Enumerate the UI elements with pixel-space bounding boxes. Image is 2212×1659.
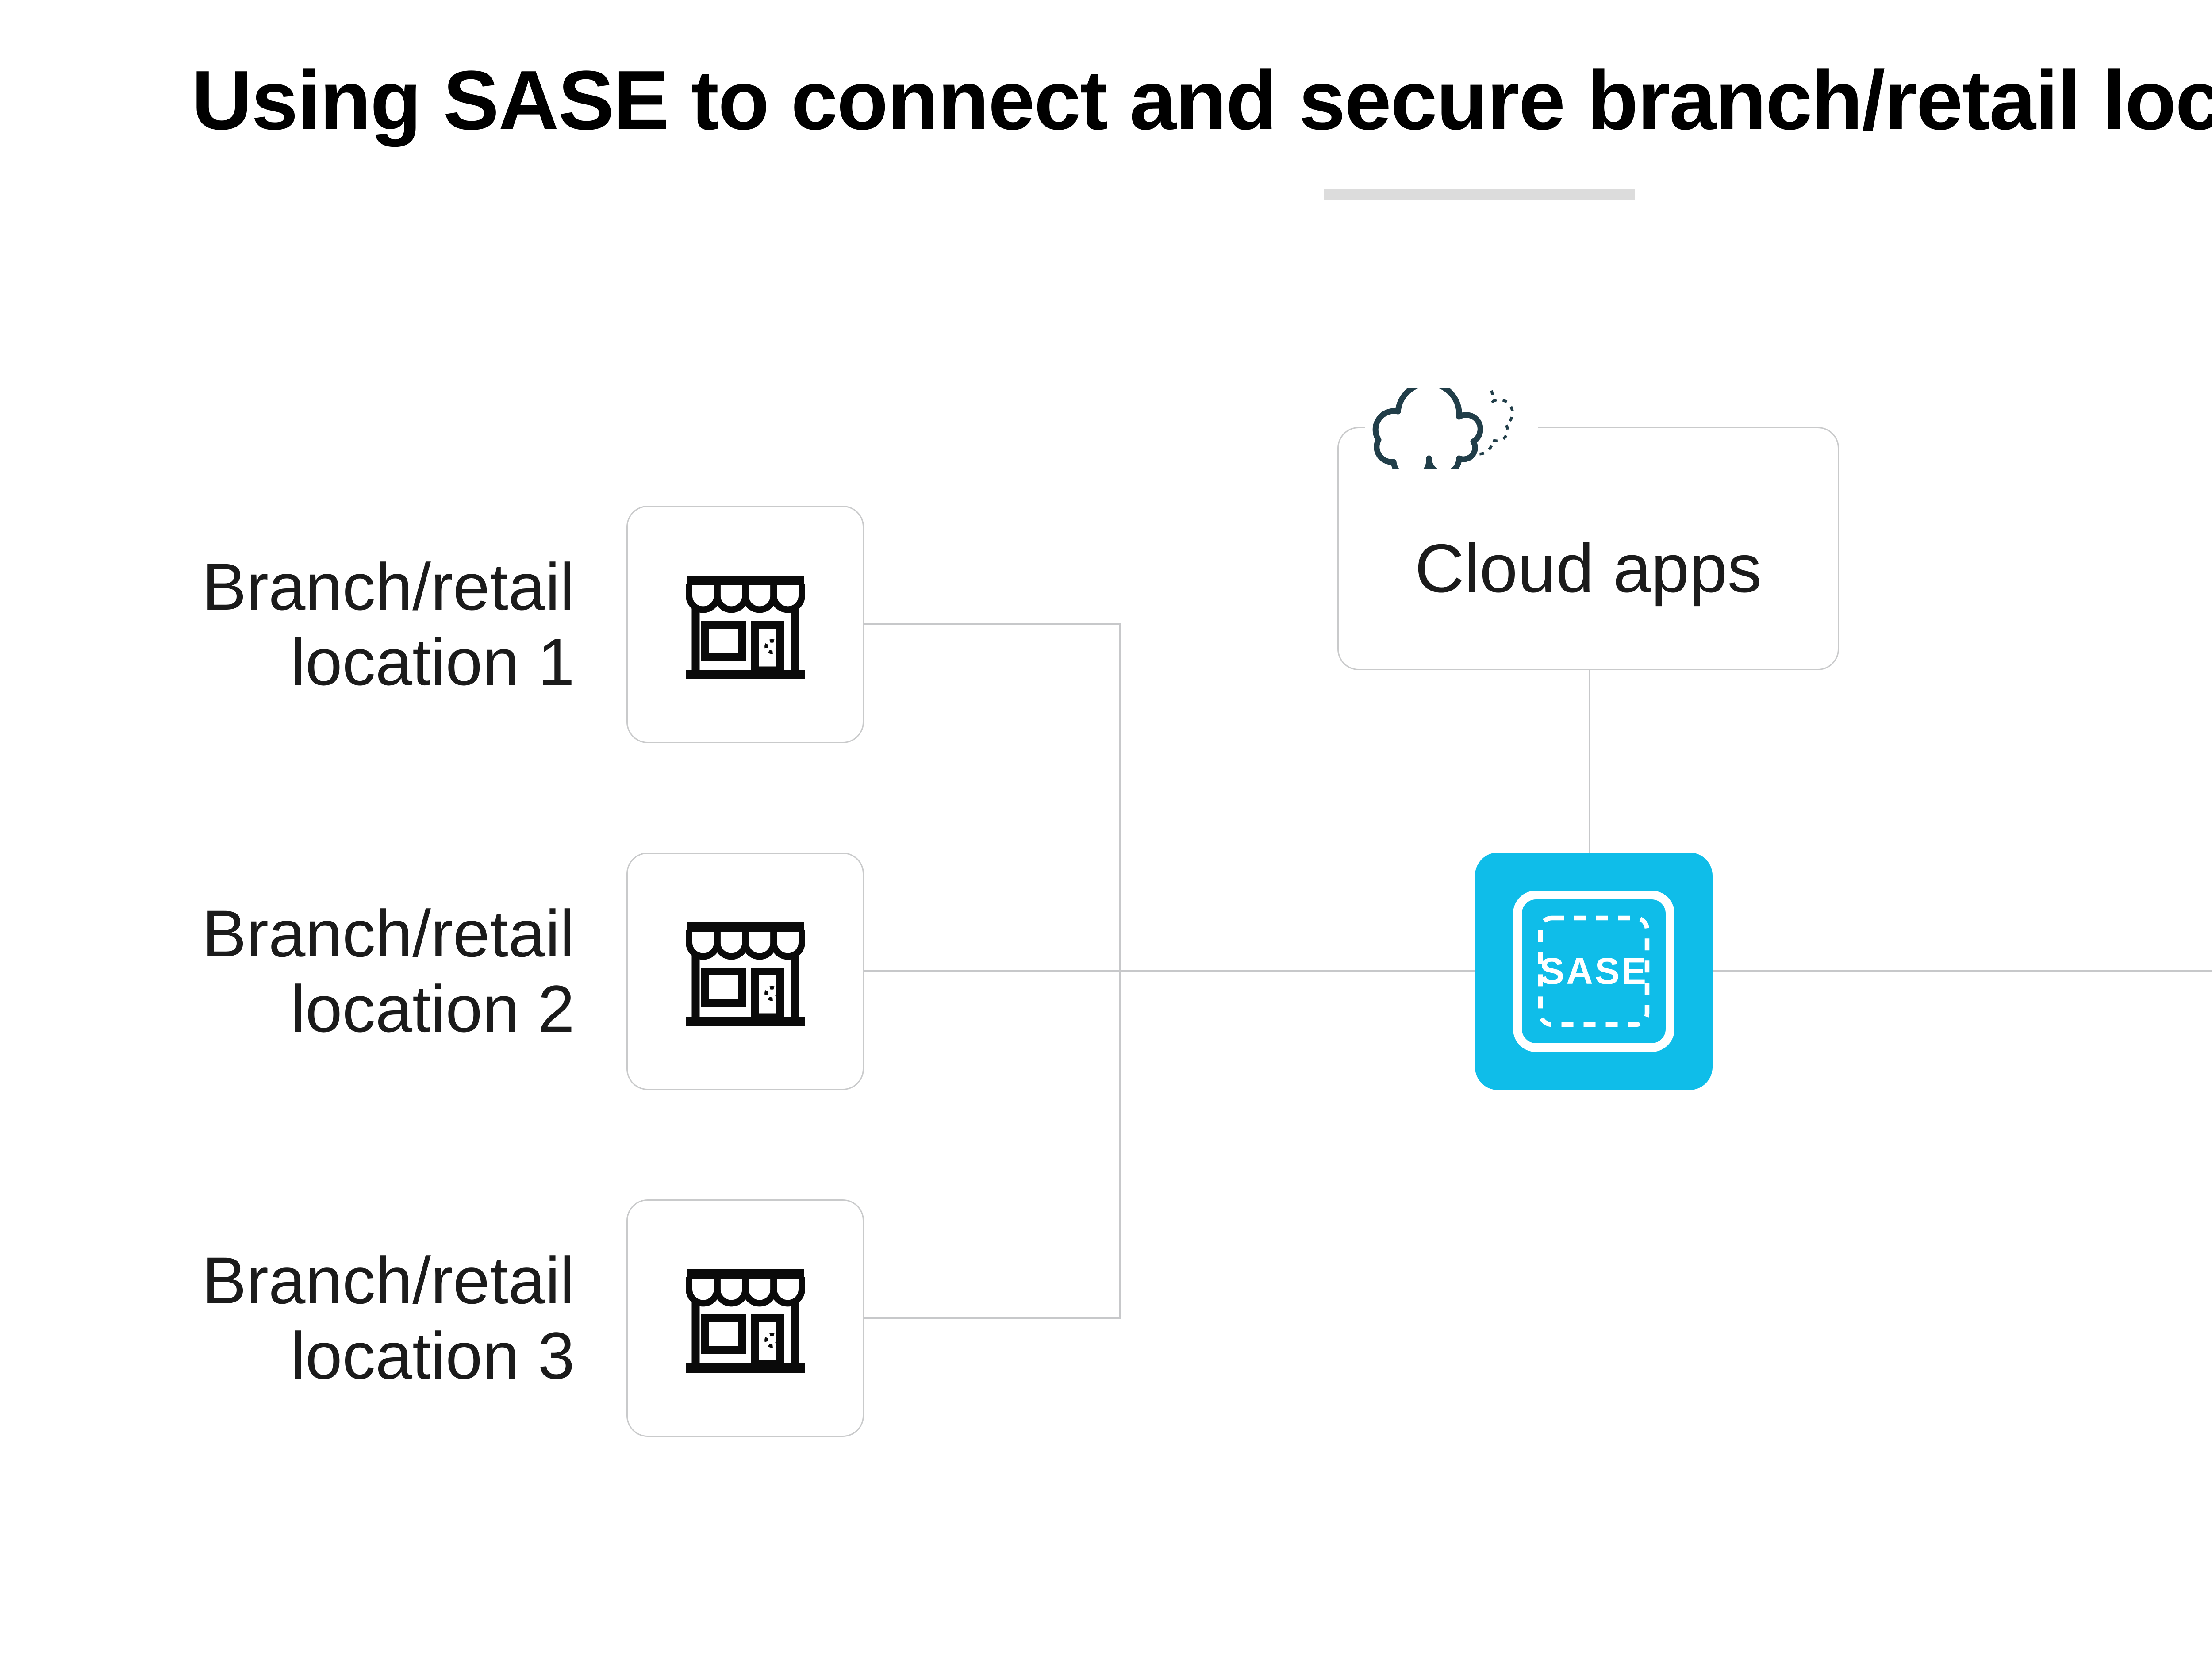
branch-label-3-line2: location 3: [290, 1318, 575, 1393]
sase-node: SASE: [1475, 853, 1713, 1090]
storefront-icon: [685, 922, 805, 1026]
sase-frame: [1513, 891, 1674, 1052]
title-divider: [1324, 189, 1635, 200]
connector-branch-bus: [1119, 623, 1121, 1319]
branch-label-3: Branch/retail location 3: [132, 1243, 575, 1393]
storefront-icon: [685, 575, 805, 679]
connector-sase-datacenter: [1713, 970, 2212, 972]
branch-label-3-line1: Branch/retail: [202, 1243, 575, 1317]
branch-label-1-line2: location 1: [290, 625, 575, 699]
connector-branch2-sase: [864, 970, 1475, 972]
connector-branch3-bus: [864, 1317, 1121, 1319]
branch-box-3: [626, 1199, 864, 1437]
cloud-apps-label: Cloud apps: [1414, 530, 1762, 607]
branch-label-2-line1: Branch/retail: [202, 896, 575, 971]
cloud-icon: [1372, 388, 1514, 469]
branch-label-2-line2: location 2: [290, 972, 575, 1046]
branch-label-1: Branch/retail location 1: [132, 549, 575, 699]
branch-box-1: [626, 506, 864, 743]
branch-box-2: [626, 853, 864, 1090]
storefront-icon: [685, 1269, 805, 1373]
branch-label-1-line1: Branch/retail: [202, 549, 575, 624]
connector-branch1-bus: [864, 623, 1121, 625]
cloud-solid-outline: [1372, 388, 1483, 469]
branch-label-2: Branch/retail location 2: [132, 896, 575, 1046]
cloud-apps-box: Cloud apps: [1337, 427, 1839, 670]
connector-cloud-sase: [1589, 670, 1590, 853]
page-title: Using SASE to connect and secure branch/…: [192, 54, 2212, 147]
sase-label: SASE: [1540, 950, 1648, 992]
